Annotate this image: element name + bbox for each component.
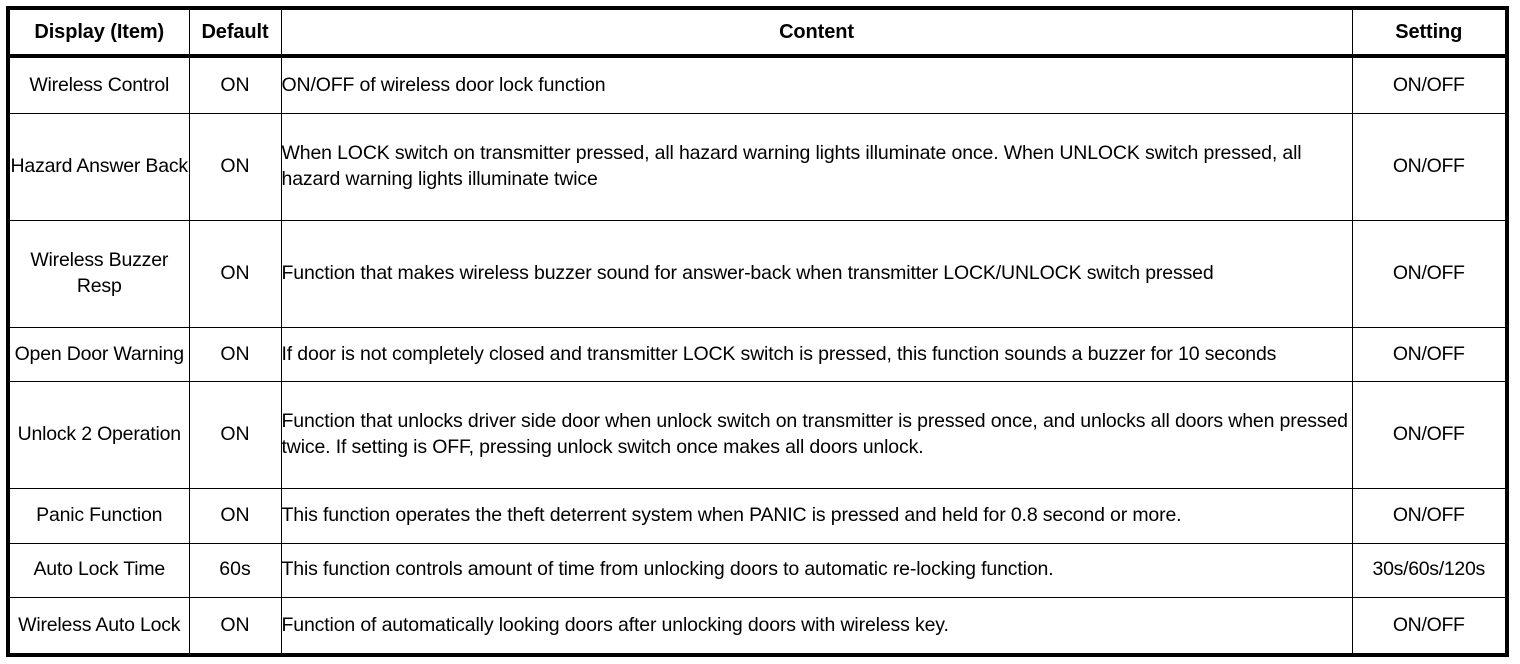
cell-display-item: Wireless Buzzer Resp [7, 219, 190, 328]
cell-setting: ON/OFF [1351, 596, 1508, 656]
cell-default: 60s [188, 542, 282, 598]
table-header-row: Display (Item) Default Content Setting [7, 7, 1508, 58]
cell-default: ON [188, 596, 282, 656]
cell-default: ON [188, 219, 282, 328]
cell-setting: ON/OFF [1351, 55, 1508, 114]
table-row: Wireless Buzzer Resp ON Function that ma… [7, 219, 1508, 328]
cell-content: Function that unlocks driver side door w… [280, 381, 1353, 490]
cell-display-item: Panic Function [7, 488, 190, 544]
spec-table-container: Display (Item) Default Content Setting W… [6, 6, 1509, 657]
cell-setting: 30s/60s/120s [1351, 542, 1508, 598]
cell-setting: ON/OFF [1351, 488, 1508, 544]
cell-default: ON [188, 488, 282, 544]
table-body: Wireless Control ON ON/OFF of wireless d… [7, 55, 1508, 656]
cell-display-item: Wireless Auto Lock [7, 596, 190, 656]
table-row: Wireless Control ON ON/OFF of wireless d… [7, 55, 1508, 114]
cell-display-item: Hazard Answer Back [7, 112, 190, 221]
table-row: Unlock 2 Operation ON Function that unlo… [7, 381, 1508, 490]
cell-content: This function controls amount of time fr… [280, 542, 1353, 598]
cell-content: Function of automatically looking doors … [280, 596, 1353, 656]
cell-setting: ON/OFF [1351, 112, 1508, 221]
cell-setting: ON/OFF [1351, 326, 1508, 383]
column-header-setting: Setting [1351, 7, 1508, 58]
cell-default: ON [188, 326, 282, 383]
cell-content: When LOCK switch on transmitter pressed,… [280, 112, 1353, 221]
cell-default: ON [188, 381, 282, 490]
table-row: Wireless Auto Lock ON Function of automa… [7, 596, 1508, 656]
table-header: Display (Item) Default Content Setting [7, 7, 1508, 58]
table-row: Panic Function ON This function operates… [7, 488, 1508, 544]
wireless-door-lock-settings-table: Display (Item) Default Content Setting W… [6, 6, 1509, 657]
cell-content: Function that makes wireless buzzer soun… [280, 219, 1353, 328]
table-row: Open Door Warning ON If door is not comp… [7, 326, 1508, 383]
table-row: Auto Lock Time 60s This function control… [7, 542, 1508, 598]
cell-display-item: Unlock 2 Operation [7, 381, 190, 490]
cell-default: ON [188, 55, 282, 114]
cell-default: ON [188, 112, 282, 221]
cell-setting: ON/OFF [1351, 219, 1508, 328]
cell-content: ON/OFF of wireless door lock function [280, 55, 1353, 114]
column-header-content: Content [280, 7, 1353, 58]
cell-display-item: Wireless Control [7, 55, 190, 114]
column-header-display-item: Display (Item) [7, 7, 190, 58]
column-header-default: Default [188, 7, 282, 58]
table-row: Hazard Answer Back ON When LOCK switch o… [7, 112, 1508, 221]
cell-display-item: Open Door Warning [7, 326, 190, 383]
cell-setting: ON/OFF [1351, 381, 1508, 490]
cell-content: If door is not completely closed and tra… [280, 326, 1353, 383]
cell-content: This function operates the theft deterre… [280, 488, 1353, 544]
cell-display-item: Auto Lock Time [7, 542, 190, 598]
